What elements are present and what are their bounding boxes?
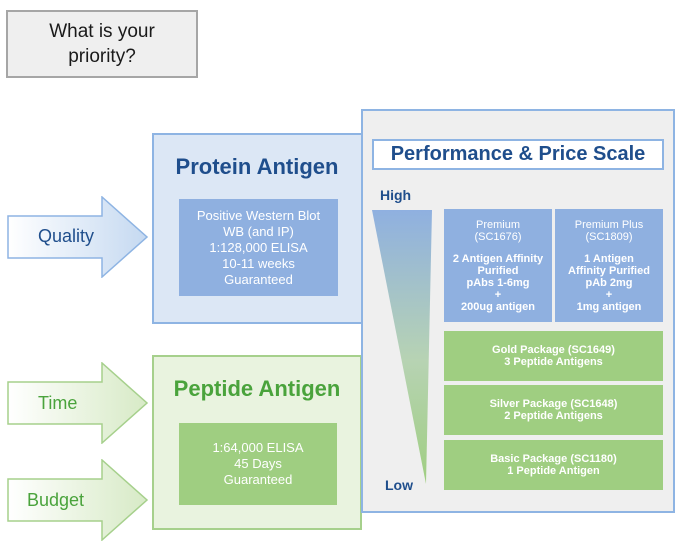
peptide-spec-line: 1:64,000 ELISA xyxy=(212,440,304,455)
tier-gold-package: Gold Package (SC1649) 3 Peptide Antigens xyxy=(444,331,663,381)
tier-premium-plus-line: + xyxy=(605,288,613,301)
quality-arrow: Quality xyxy=(7,196,149,278)
high-label: High xyxy=(380,187,412,203)
protein-spec-line: Guaranteed xyxy=(224,271,293,287)
tier-premium-plus-line: pAb 2mg xyxy=(585,276,633,289)
tier-premium-plus-code: (SC1809) xyxy=(585,230,633,243)
quality-label: Quality xyxy=(38,226,95,246)
time-arrow: Time xyxy=(7,362,149,444)
peptide-spec-line: 45 Days xyxy=(234,456,282,471)
tier-premium-plus: Premium Plus (SC1809) 1 Antigen Affinity… xyxy=(555,209,663,322)
budget-arrow: Budget xyxy=(7,459,149,541)
protein-antigen-title: Protein Antigen xyxy=(175,154,339,179)
scale-title: Performance & Price Scale xyxy=(372,139,664,170)
tier-premium-plus-line: 1mg antigen xyxy=(576,300,642,313)
tier-silver-line-1: Silver Package (SC1648) xyxy=(489,398,618,410)
tier-basic-line-2: 1 Peptide Antigen xyxy=(507,465,600,477)
priority-question-line-1: What is your xyxy=(49,21,155,42)
tier-premium-name: Premium xyxy=(475,218,520,231)
tier-gold-line-1: Gold Package (SC1649) xyxy=(492,344,615,356)
priority-question-box: What is your priority? xyxy=(6,10,198,78)
scale-gradient-triangle xyxy=(372,210,434,491)
tier-premium-line: + xyxy=(494,288,502,301)
protein-spec-line: WB (and IP) xyxy=(223,223,294,239)
tier-premium: Premium (SC1676) 2 Antigen Affinity Puri… xyxy=(444,209,552,322)
tier-premium-code: (SC1676) xyxy=(474,230,522,243)
tier-silver-line-2: 2 Peptide Antigens xyxy=(504,410,603,422)
tier-premium-line: pAbs 1-6mg xyxy=(466,276,530,289)
protein-spec-line: 10-11 weeks xyxy=(222,255,295,271)
time-label: Time xyxy=(38,393,78,413)
protein-spec-line: 1:128,000 ELISA xyxy=(209,239,308,255)
protein-antigen-specs: Positive Western Blot WB (and IP) 1:128,… xyxy=(179,199,338,296)
tier-premium-line: 200ug antigen xyxy=(461,300,535,313)
budget-label: Budget xyxy=(27,490,85,510)
tier-basic-line-1: Basic Package (SC1180) xyxy=(490,453,617,465)
tier-premium-plus-line: Affinity Purified xyxy=(568,264,650,277)
tier-silver-package: Silver Package (SC1648) 2 Peptide Antige… xyxy=(444,385,663,435)
tier-premium-plus-name: Premium Plus xyxy=(574,218,644,231)
priority-question-line-2: priority? xyxy=(68,46,136,67)
tier-premium-line: 2 Antigen Affinity xyxy=(452,252,544,265)
tier-premium-line: Purified xyxy=(477,264,519,277)
tier-basic-package: Basic Package (SC1180) 1 Peptide Antigen xyxy=(444,440,663,490)
protein-spec-line: Positive Western Blot xyxy=(196,207,321,223)
peptide-spec-line: Guaranteed xyxy=(223,472,293,487)
peptide-antigen-title: Peptide Antigen xyxy=(173,376,341,401)
tier-gold-line-2: 3 Peptide Antigens xyxy=(504,356,603,368)
low-label: Low xyxy=(385,477,413,493)
peptide-antigen-specs: 1:64,000 ELISA 45 Days Guaranteed xyxy=(179,423,337,505)
tier-premium-plus-line: 1 Antigen xyxy=(584,252,634,265)
